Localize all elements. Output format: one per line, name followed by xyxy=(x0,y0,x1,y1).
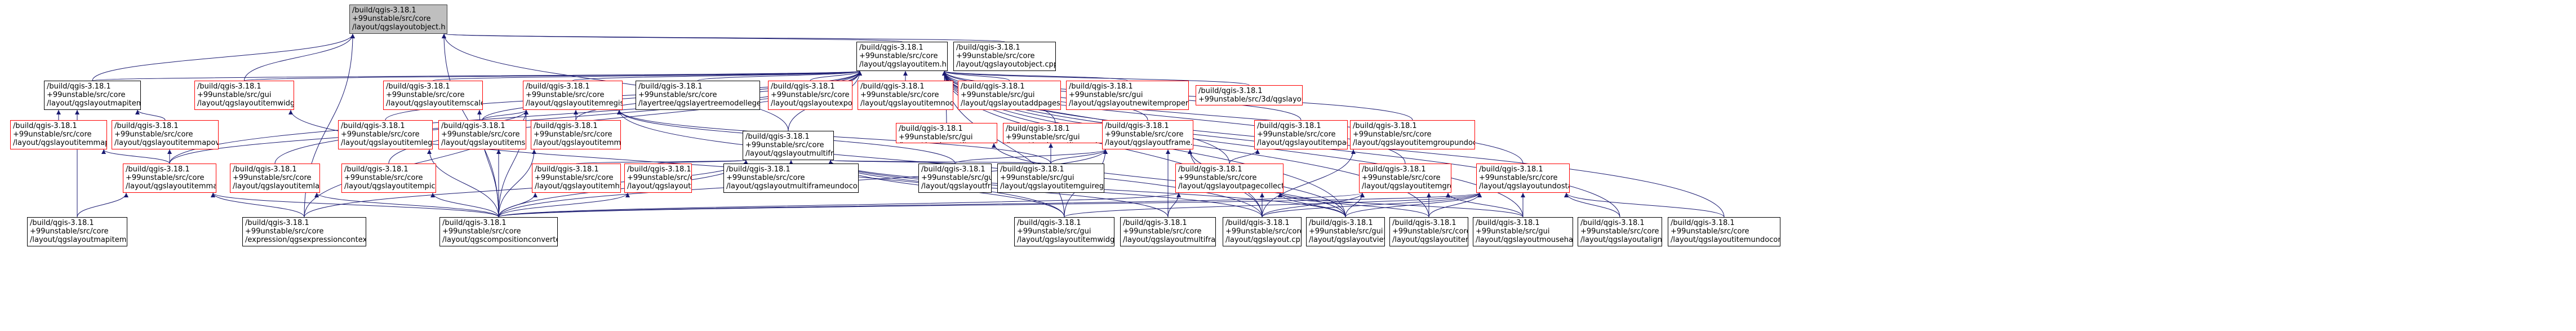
edge-n_item_h-to-n_root xyxy=(442,33,903,42)
edge-n_addpages_h-to-n_item_h xyxy=(942,70,1010,81)
node-layertreemodellegendnode-cpp[interactable]: /build/qgis-3.18.1 +99unstable/src/core … xyxy=(636,81,760,110)
node-layouttable-h[interactable]: /build/qgis-3.18.1 +99unstable/src/core … xyxy=(624,164,692,193)
edge-n_guiregistry_cpp-to-n_frame_h xyxy=(1050,149,1108,164)
node-gui-layoutframe-cpp[interactable]: /build/qgis-3.18.1 +99unstable/src/gui /… xyxy=(918,164,992,193)
node-layoutmousehandles-cpp[interactable]: /build/qgis-3.18.1 +99unstable/src/gui /… xyxy=(1473,217,1573,246)
edge-n_layout_cpp-to-n_groupundo_h xyxy=(1262,149,1356,218)
node-layoutitempicture-h[interactable]: /build/qgis-3.18.1 +99unstable/src/core … xyxy=(341,164,436,193)
node-layoutitem3dmap-h[interactable]: /build/qgis-3.18.1 +99unstable/src/3d/qg… xyxy=(1196,85,1303,105)
edge-n_layoutview_cpp-to-n_combobox_h xyxy=(992,143,1346,218)
edge-n_layertree_h-to-n_item_h xyxy=(698,70,862,81)
node-layoutitemmarker-h[interactable]: /build/qgis-3.18.1 +99unstable/src/core … xyxy=(531,120,621,149)
edge-n_guiframe_cpp-to-n_multiframe_h xyxy=(828,160,956,165)
edge-n_pagecoll_h-to-n_page_h xyxy=(1229,149,1260,164)
node-layoutitemlabel-h[interactable]: /build/qgis-3.18.1 +99unstable/src/core … xyxy=(230,164,320,193)
edge-n_legend_h-to-n_item_h xyxy=(385,70,862,121)
node-layoutobject-cpp[interactable]: /build/qgis-3.18.1 +99unstable/src/core … xyxy=(953,42,1056,71)
node-layoutitemshape-h[interactable]: /build/qgis-3.18.1 +99unstable/src/core … xyxy=(438,120,526,149)
node-layoutitemscalebar-h[interactable]: /build/qgis-3.18.1 +99unstable/src/core … xyxy=(383,81,483,110)
edge-n_exprctx_cpp-to-n_itemmap_h xyxy=(211,192,305,218)
node-layoutitemmapgrid-h[interactable]: /build/qgis-3.18.1 +99unstable/src/core … xyxy=(10,120,107,149)
node-layoutundostack-h[interactable]: /build/qgis-3.18.1 +99unstable/src/core … xyxy=(1476,164,1570,193)
node-layoutitempage-h[interactable]: /build/qgis-3.18.1 +99unstable/src/core … xyxy=(1254,120,1348,149)
edge-n_object_cpp-to-n_root xyxy=(442,33,1005,42)
node-layoutnewitempropertiesdialog-h[interactable]: /build/qgis-3.18.1 +99unstable/src/gui /… xyxy=(1066,81,1189,110)
node-layoutmapitem-h[interactable]: /build/qgis-3.18.1 +99unstable/src/core … xyxy=(44,81,141,110)
node-layoutitemregistry-h[interactable]: /build/qgis-3.18.1 +99unstable/src/core … xyxy=(523,81,623,110)
node-layoutmultiframe-h[interactable]: /build/qgis-3.18.1 +99unstable/src/core … xyxy=(743,131,834,160)
node-layoutitemnodeitem-h[interactable]: /build/qgis-3.18.1 +99unstable/src/core … xyxy=(858,81,953,110)
edge-n_itemwidget_h-to-n_root xyxy=(244,33,355,81)
edge-n_mapoverview_h-to-n_mapitem_h xyxy=(135,109,166,121)
edge-n_layoutview_cpp-to-n_group_h xyxy=(1345,192,1365,218)
node-layoutobject-h[interactable]: /build/qgis-3.18.1 +99unstable/src/core … xyxy=(349,5,447,34)
edge-n_newitemprops_h-to-n_item_h xyxy=(942,70,1128,81)
edge-n_compconv_cpp-to-n_undostack_h xyxy=(498,192,1482,218)
edge-n_item_cpp-to-n_pagecoll_h xyxy=(1278,192,1429,218)
node-layoutitemmap-h[interactable]: /build/qgis-3.18.1 +99unstable/src/core … xyxy=(123,164,216,193)
node-compositionconverter-cpp[interactable]: /build/qgis-3.18.1 +99unstable/src/core … xyxy=(439,217,558,246)
node-layoutitemwidget-h[interactable]: /build/qgis-3.18.1 +99unstable/src/gui /… xyxy=(194,81,294,110)
edge-n_exprctx_cpp-to-n_multiframe_h xyxy=(304,160,748,218)
node-layoutview-cpp[interactable]: /build/qgis-3.18.1 +99unstable/src/gui /… xyxy=(1306,217,1385,246)
node-layoutitem-h[interactable]: /build/qgis-3.18.1 +99unstable/src/core … xyxy=(856,42,948,71)
node-layoutitemmapoverview-h[interactable]: /build/qgis-3.18.1 +99unstable/src/core … xyxy=(112,120,219,149)
edge-n_mapitem_cpp-to-n_itemmap_h xyxy=(77,192,128,218)
node-layout-cpp[interactable]: /build/qgis-3.18.1 +99unstable/src/core … xyxy=(1223,217,1302,246)
edge-n_compconv_cpp-to-n_group_h xyxy=(498,192,1365,218)
edge-n_layout_cpp-to-n_undostack_h xyxy=(1262,192,1482,218)
edge-n_itemwidget_h-to-n_item_h xyxy=(244,70,861,81)
edge-n_compconv_cpp-to-n_marker_h xyxy=(498,149,536,218)
edge-n_mousehandles_cpp-to-n_pagecoll_h xyxy=(1278,192,1524,218)
node-layoutmapitem-cpp[interactable]: /build/qgis-3.18.1 +99unstable/src/core … xyxy=(27,217,127,246)
edge-n_mapitem_h-to-n_root xyxy=(92,33,355,81)
node-layoutexporter-h[interactable]: /build/qgis-3.18.1 +99unstable/src/core … xyxy=(768,81,852,110)
edge-n_guiregistry_cpp-to-n_registry_h xyxy=(617,109,1051,164)
edge-n_registry_h-to-n_item_h xyxy=(572,70,862,81)
node-layoutmultiframeundocommand-cpp[interactable]: /build/qgis-3.18.1 +99unstable/src/core … xyxy=(723,164,859,193)
edge-n_compconv_cpp-to-n_legend_h xyxy=(427,149,499,218)
edge-n_itemwidget_cpp-to-n_undostack_h xyxy=(1064,192,1482,218)
edge-n_guiregistry_cpp-to-n_multiframe_h xyxy=(829,160,1051,165)
node-layoutaddpagesdialog-h[interactable]: /build/qgis-3.18.1 +99unstable/src/gui /… xyxy=(958,81,1061,110)
node-layoutmultiframe-cpp[interactable]: /build/qgis-3.18.1 +99unstable/src/core … xyxy=(1120,217,1216,246)
node-layoutpagecollection-h[interactable]: /build/qgis-3.18.1 +99unstable/src/core … xyxy=(1175,164,1283,193)
edge-n_itemundo_cpp-to-n_undostack_h xyxy=(1564,192,1725,218)
node-layoutitemundocommand-cpp[interactable]: /build/qgis-3.18.1 +99unstable/src/core … xyxy=(1668,217,1780,246)
edge-n_mousehandles_cpp-to-n_group_h xyxy=(1446,192,1524,218)
node-layoutitemcombobox-h[interactable]: /build/qgis-3.18.1 +99unstable/src/gui /… xyxy=(896,123,997,143)
edge-n_compconv_cpp-to-n_pagecoll_h xyxy=(498,192,1181,218)
edge-n_compconv_cpp-to-n_picture_h xyxy=(430,192,499,218)
edge-n_compconv_cpp-to-n_html_h xyxy=(498,192,538,218)
edge-n_layoutview_cpp-to-n_undostack_h xyxy=(1345,192,1482,218)
edge-n_guiframe_cpp-to-n_frame_h xyxy=(954,149,1108,164)
node-layoutitemgroup-h[interactable]: /build/qgis-3.18.1 +99unstable/src/core … xyxy=(1359,164,1451,193)
edge-n_itemmap_h-to-n_mapgrid_h xyxy=(101,149,170,164)
node-layoutitemwidget-cpp[interactable]: /build/qgis-3.18.1 +99unstable/src/gui /… xyxy=(1014,217,1114,246)
node-layoutframe-h[interactable]: /build/qgis-3.18.1 +99unstable/src/core … xyxy=(1102,120,1193,149)
edge-n_mapitem_h-to-n_item_h xyxy=(92,70,861,81)
edge-n_aligner_cpp-to-n_undostack_h xyxy=(1564,192,1620,218)
node-expressioncontextutils-cpp[interactable]: /build/qgis-3.18.1 +99unstable/src/core … xyxy=(242,217,366,246)
node-layoutitemguiregistry-cpp[interactable]: /build/qgis-3.18.1 +99unstable/src/gui /… xyxy=(997,164,1104,193)
edge-n_compconv_cpp-to-n_itemmap_h xyxy=(211,192,499,218)
node-layoutitem-cpp[interactable]: /build/qgis-3.18.1 +99unstable/src/core … xyxy=(1389,217,1468,246)
edge-n_3d_h-to-n_item_h xyxy=(942,70,1250,86)
node-layoutitemlegend-h[interactable]: /build/qgis-3.18.1 +99unstable/src/core … xyxy=(338,120,433,149)
edge-n_compconv_cpp-to-n_table_h xyxy=(498,192,630,218)
node-layoutitemguiregistry-h[interactable]: /build/qgis-3.18.1 +99unstable/src/gui /… xyxy=(1003,123,1108,143)
node-layoutitemhtml-h[interactable]: /build/qgis-3.18.1 +99unstable/src/core … xyxy=(532,164,621,193)
node-layoutaligner-cpp[interactable]: /build/qgis-3.18.1 +99unstable/src/core … xyxy=(1578,217,1662,246)
edge-n_table_h-to-n_multiframe_h xyxy=(658,160,748,165)
edge-n_layout_cpp-to-n_group_h xyxy=(1262,192,1365,218)
edge-n_multiframe_cpp-to-n_pagecoll_h xyxy=(1167,192,1181,218)
edge-n_compconv_cpp-to-n_label_h xyxy=(314,192,499,218)
node-layoutitemgroupundocommand-h[interactable]: /build/qgis-3.18.1 +99unstable/src/core … xyxy=(1350,120,1475,149)
